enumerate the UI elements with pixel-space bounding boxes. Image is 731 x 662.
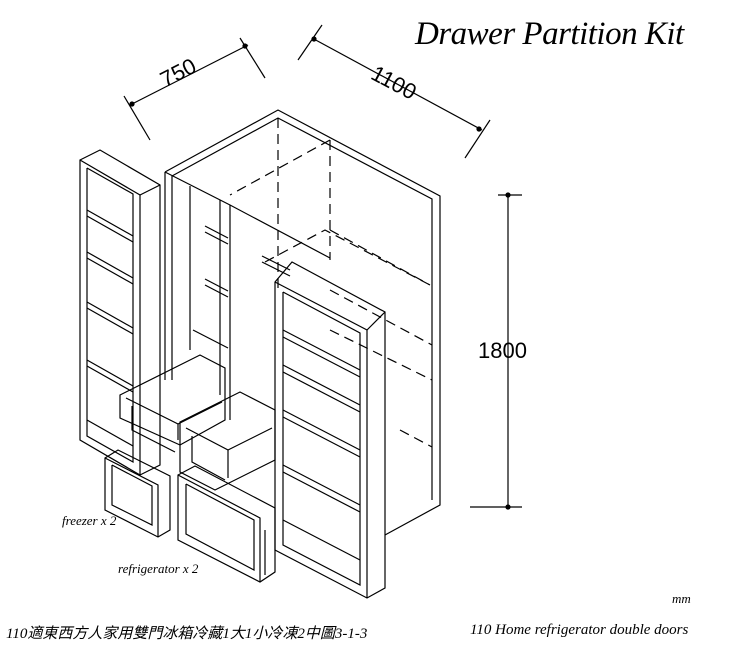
freezer-drawer-lower [104, 449, 171, 538]
refrigerator-drawer-upper [179, 391, 276, 491]
freezer-label: freezer x 2 [62, 513, 117, 528]
cabinet-body [164, 109, 441, 536]
drawing-title: Drawer Partition Kit [415, 16, 684, 52]
unit-label: mm [672, 591, 691, 606]
refrigerator-drawer-lower [177, 465, 276, 583]
dimension-750 [123, 37, 266, 141]
caption-chinese: 110適東西方人家用雙門冰箱冷藏1大1小冷凍2中圖3-1-3 [6, 626, 368, 642]
dimension-height-label: 1800 [478, 338, 527, 363]
refrigerator-label: refrigerator x 2 [118, 561, 199, 576]
dimension-1800 [470, 192, 522, 510]
left-door [79, 149, 161, 476]
dimension-1100 [297, 24, 491, 159]
freezer-drawer-upper [119, 354, 226, 453]
right-door [274, 261, 386, 599]
caption-english: 110 Home refrigerator double doors [470, 622, 689, 638]
